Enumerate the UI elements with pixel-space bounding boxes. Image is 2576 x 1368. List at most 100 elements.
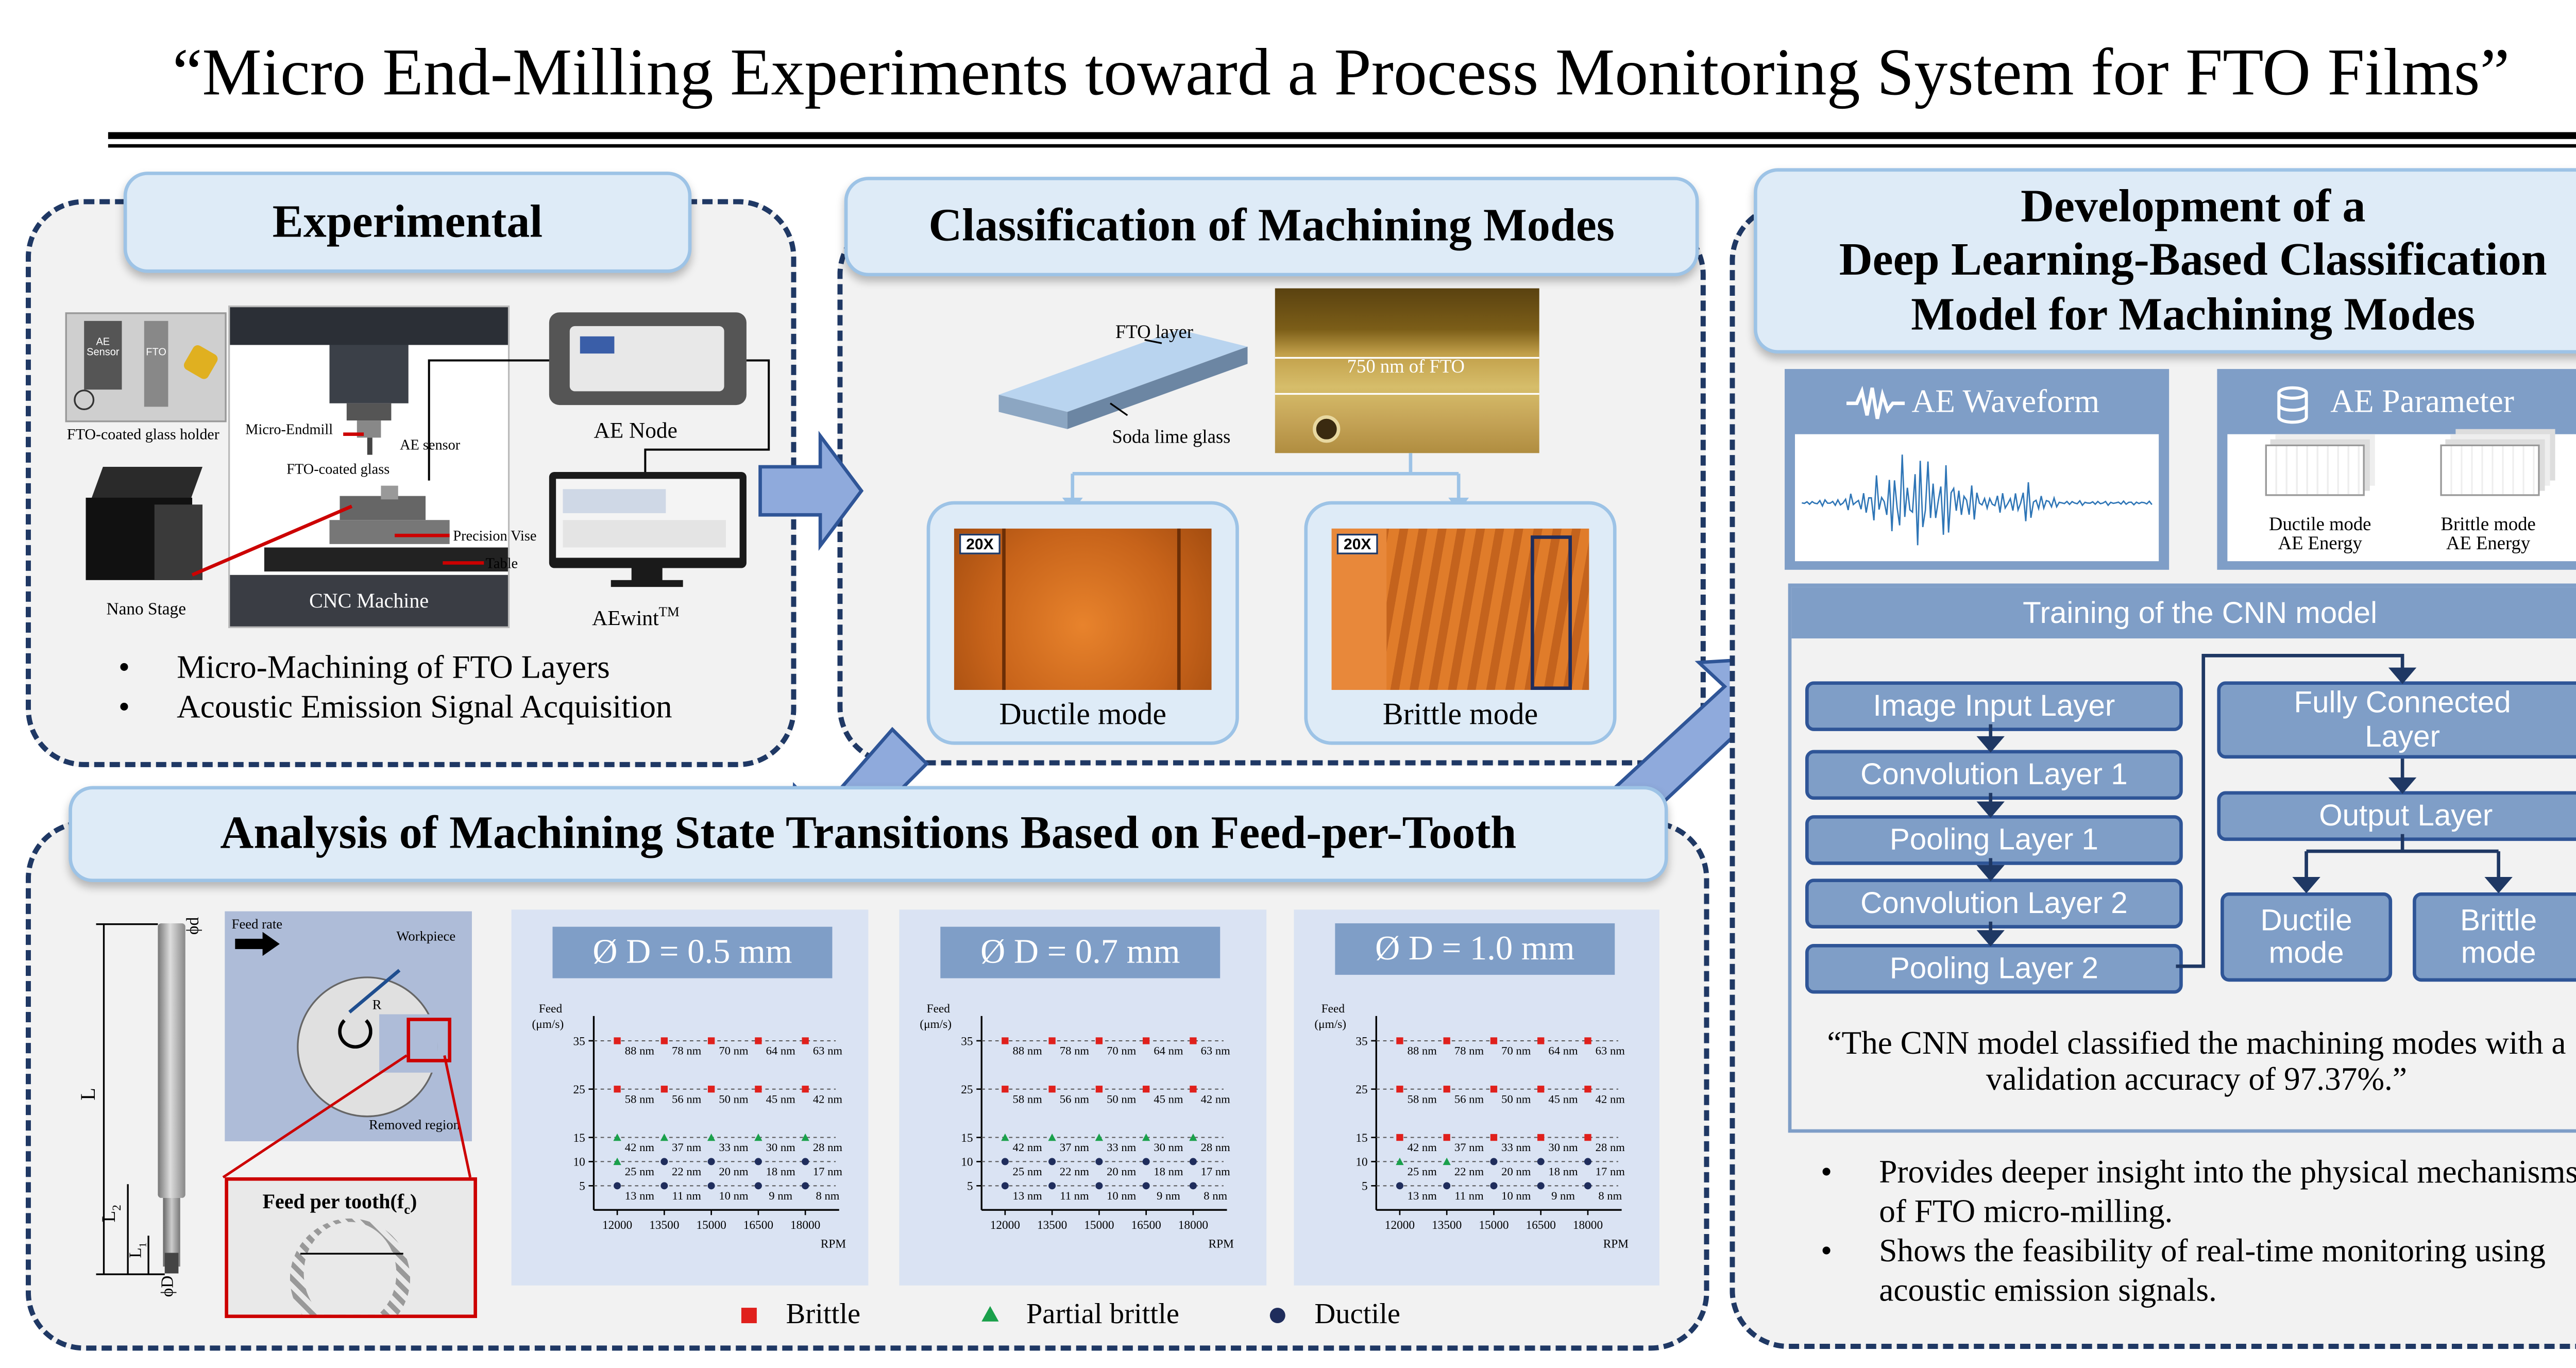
fpt-label: 37 nm [672,1141,702,1154]
deep-learning-header: Development of a Deep Learning-Based Cla… [1754,168,2576,354]
nano-stage-pointer [191,504,353,577]
brittle-point [1490,1037,1498,1044]
fpt-label: 50 nm [1501,1092,1531,1105]
y-tick-label: 35 [573,1035,585,1048]
brittle-point [1537,1134,1545,1141]
chart-title: Ø D = 1.0 mm [1335,923,1615,975]
fpt-label: 70 nm [1107,1044,1137,1057]
waveform-icon [1846,385,1905,420]
x-axis-label: RPM [1603,1237,1629,1251]
ductile-point [1537,1158,1545,1166]
ductile-point [1584,1182,1591,1190]
pooling-layer-1: Pooling Layer 1 [1805,815,2183,865]
y-tick-label: 15 [573,1131,585,1145]
x-axis-label: RPM [1209,1237,1234,1251]
convolution-layer-2: Convolution Layer 2 [1805,879,2183,928]
brittle-point [1443,1037,1450,1044]
accuracy-quote: “The CNN model classified the machining … [1827,1026,2566,1099]
brittle-point [1584,1086,1591,1093]
chart-legend: Brittle Partial brittle Ductile [735,1297,1455,1335]
waveform-trace [1802,454,2153,546]
list-item: Micro-Machining of FTO Layers [108,649,672,688]
feed-per-tooth-label: Feed per tooth(fc) [262,1189,417,1218]
x-tick-label: 16500 [1526,1219,1556,1232]
fpt-label: 63 nm [1596,1044,1625,1057]
x-tick-label: 18000 [790,1219,820,1232]
ductile-point [802,1158,809,1166]
nano-stage-label: Nano Stage [106,600,187,620]
x-tick-label: 15000 [1479,1219,1509,1232]
endmill-drawing: L L2 L1 ϕd ϕD [69,909,206,1313]
brittle-point [1443,1086,1450,1093]
table-label: Table [485,554,518,572]
y-tick-label: 25 [1355,1083,1367,1096]
fpt-label: 78 nm [672,1044,702,1057]
fpt-label: 58 nm [1408,1092,1437,1105]
y-tick-label: 15 [961,1131,973,1145]
image-input-layer: Image Input Layer [1805,681,2183,731]
brittle-point [1048,1086,1056,1093]
list-item: Provides deeper insight into the physica… [1810,1153,2576,1232]
chart-title: Ø D = 0.5 mm [552,926,833,978]
brittle-energy-plot [2440,444,2540,496]
ductile-micrograph: 20X [954,528,1212,690]
fpt-label: 13 nm [625,1189,655,1202]
ductile-point [754,1182,762,1190]
fto-holder-image: AE Sensor FTO [65,312,227,423]
fpt-label: 42 nm [813,1092,843,1105]
brittle-point [802,1037,809,1044]
x-tick-label: 13500 [1037,1219,1067,1232]
tool-diameter-label: ϕD [159,1275,178,1297]
brittle-output: Brittle mode [2413,892,2576,982]
y-axis-label: Feed [1321,1002,1345,1016]
brittle-point [614,1037,621,1044]
cnc-machine-label: CNC Machine [309,588,429,613]
legend-brittle-label: Brittle [786,1297,861,1330]
y-tick-label: 15 [1355,1131,1367,1145]
y-tick-label: 35 [961,1035,973,1048]
precision-vise-label: Precision Vise [453,527,537,544]
fpt-label: 11 nm [1454,1189,1484,1202]
partial-brittle-point [613,1157,621,1166]
fpt-label: 30 nm [1154,1141,1183,1154]
y-axis-label: (μm/s) [1314,1018,1346,1031]
fto-glass-label: FTO-coated glass [286,460,390,477]
ductile-point [1396,1182,1403,1190]
brittle-point [1002,1037,1009,1044]
brittle-point [660,1037,668,1044]
partial-brittle-point [613,1133,621,1141]
ductile-point [1095,1182,1103,1190]
partial-brittle-point [1048,1133,1056,1141]
list-item: Acoustic Emission Signal Acquisition [108,688,672,728]
legend-ductile-marker [1269,1308,1285,1324]
fpt-label: 28 nm [813,1141,843,1154]
fpt-label: 13 nm [1013,1189,1043,1202]
partial-brittle-point [754,1133,762,1141]
chart-title: Ø D = 0.7 mm [940,926,1221,978]
y-tick-label: 5 [579,1180,585,1193]
fpt-label: 37 nm [1060,1141,1090,1154]
ductile-point [707,1182,715,1190]
brittle-point [1396,1134,1403,1141]
magnification-tag: 20X [959,533,1001,554]
legend-partial-label: Partial brittle [1026,1297,1180,1330]
fto-layer-label: FTO layer [1115,323,1193,344]
ductile-point [1443,1182,1451,1190]
fpt-label: 13 nm [1408,1189,1437,1202]
y-tick-label: 10 [1355,1156,1367,1169]
brittle-point [707,1086,715,1093]
fpt-label: 17 nm [813,1165,843,1178]
ductile-point [1048,1182,1056,1190]
fpt-label: 25 nm [1013,1165,1043,1178]
list-item: Shows the feasibility of real-time monit… [1810,1232,2576,1311]
x-axis-label: RPM [821,1237,846,1251]
brittle-micrograph: 20X [1331,528,1589,690]
fpt-label: 20 nm [719,1165,749,1178]
brittle-point [1142,1086,1150,1093]
fpt-label: 33 nm [719,1141,749,1154]
fpt-label: 22 nm [1060,1165,1090,1178]
fpt-label: 64 nm [1548,1044,1578,1057]
x-tick-label: 18000 [1178,1219,1208,1232]
